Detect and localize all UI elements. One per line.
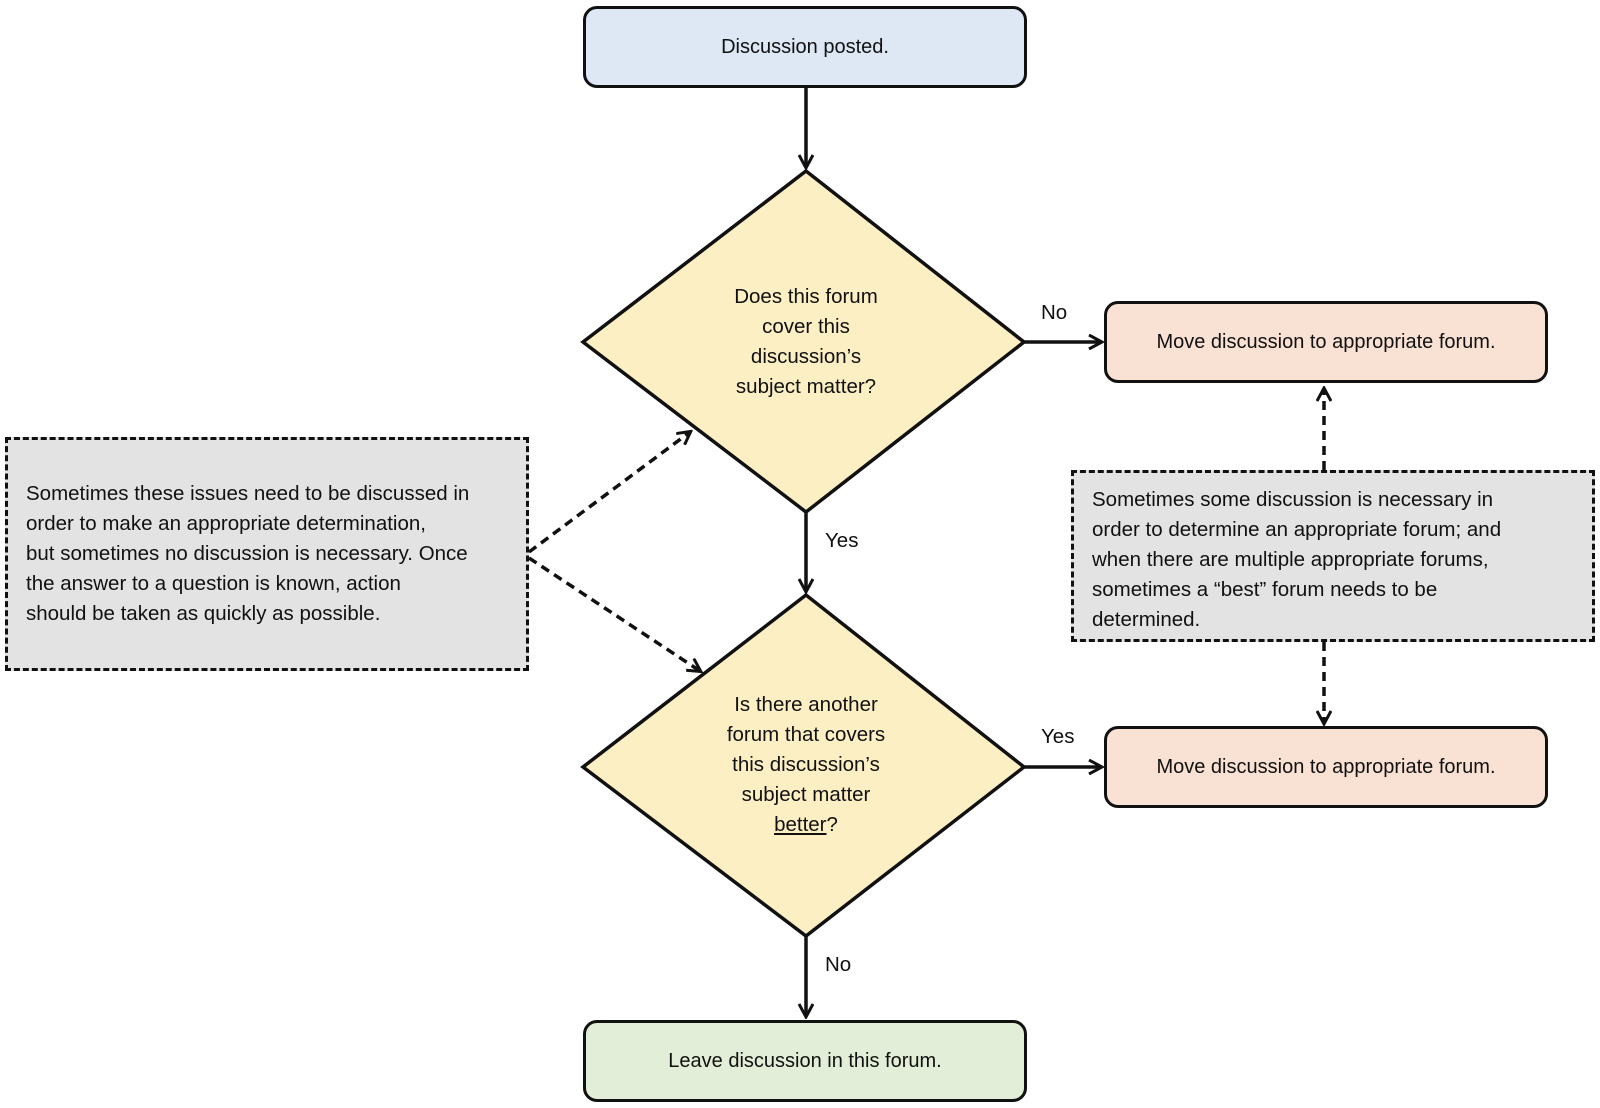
- leave-node: Leave discussion in this forum.: [583, 1020, 1027, 1102]
- leave-label: Leave discussion in this forum.: [668, 1050, 942, 1072]
- decision2-label: Is there another forum that covers this …: [676, 690, 936, 840]
- move-bottom-label: Move discussion to appropriate forum.: [1156, 756, 1496, 778]
- dashed-left-to-d1: [527, 432, 690, 554]
- move-top-label: Move discussion to appropriate forum.: [1156, 331, 1496, 353]
- start-node: Discussion posted.: [583, 6, 1027, 88]
- decision2-question-mark: ?: [826, 813, 838, 836]
- decision2-line-2: forum that covers: [726, 723, 886, 746]
- right-note: Sometimes some discussion is necessary i…: [1071, 470, 1595, 642]
- right-note-line-1: Sometimes some discussion is necessary i…: [1092, 488, 1494, 511]
- decision1-line-1: Does this forum: [734, 285, 878, 308]
- decision1-line-3: discussion’s: [750, 345, 862, 368]
- edge-label-d1-yes: Yes: [825, 529, 859, 552]
- decision1-line-2: cover this: [762, 315, 850, 338]
- decision2-line-4: subject matter: [741, 783, 871, 806]
- left-note-line-2: order to make an appropriate determinati…: [26, 512, 426, 535]
- left-note-line-5: should be taken as quickly as possible.: [26, 602, 381, 625]
- start-node-label: Discussion posted.: [721, 36, 889, 58]
- right-note-line-5: determined.: [1092, 608, 1201, 631]
- move-bottom-node: Move discussion to appropriate forum.: [1104, 726, 1548, 808]
- left-note: Sometimes these issues need to be discus…: [5, 437, 529, 671]
- right-note-line-2: order to determine an appropriate forum;…: [1092, 518, 1502, 541]
- right-note-line-4: sometimes a “best” forum needs to be: [1092, 578, 1438, 601]
- decision2-line-1: Is there another: [734, 693, 878, 716]
- decision1-label: Does this forum cover this discussion’s …: [676, 282, 936, 402]
- decision2-line-3: this discussion’s: [732, 753, 880, 776]
- decision1-line-4: subject matter?: [735, 375, 877, 398]
- left-note-line-4: the answer to a question is known, actio…: [26, 572, 401, 595]
- dashed-left-to-d2: [528, 556, 700, 671]
- left-note-line-1: Sometimes these issues need to be discus…: [26, 482, 470, 505]
- move-top-node: Move discussion to appropriate forum.: [1104, 301, 1548, 383]
- left-note-line-3: but sometimes no discussion is necessary…: [26, 542, 468, 565]
- decision2-line-5: better?: [676, 810, 936, 840]
- edge-label-d2-no: No: [825, 953, 852, 976]
- edge-label-d1-no: No: [1041, 301, 1068, 324]
- edge-label-d2-yes: Yes: [1041, 725, 1075, 748]
- right-note-line-3: when there are multiple appropriate foru…: [1092, 548, 1489, 571]
- decision2-underlined-word: better: [774, 813, 827, 836]
